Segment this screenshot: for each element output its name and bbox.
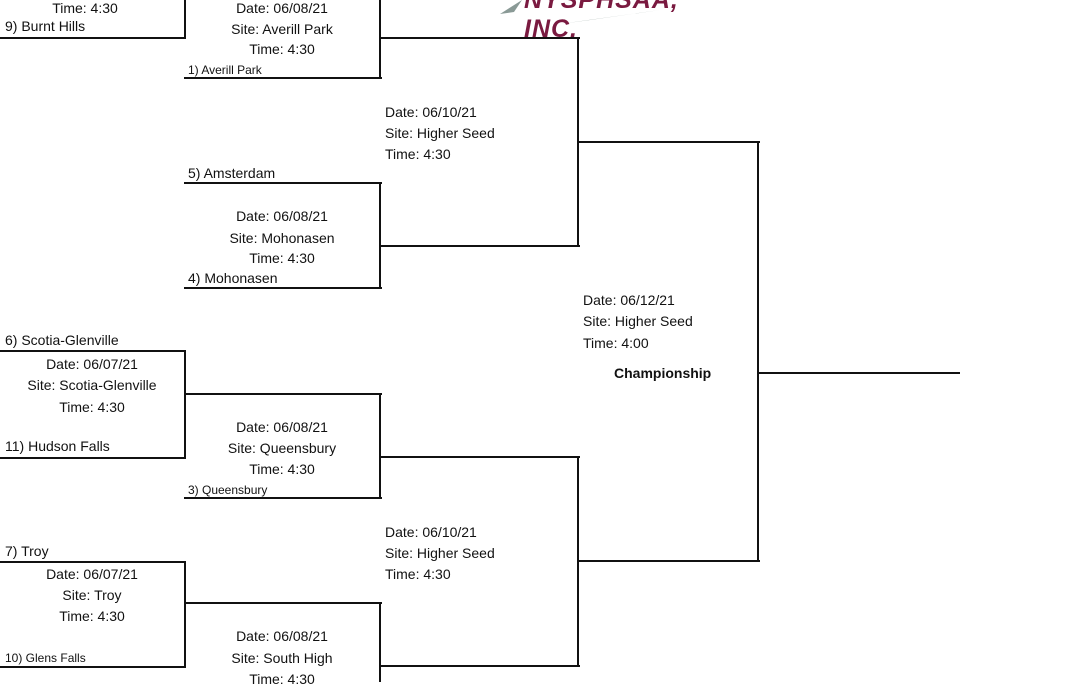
bracket-line — [578, 141, 760, 143]
team-slot: 1) Averill Park — [188, 63, 262, 77]
bracket-line — [379, 393, 381, 499]
match-site: Site: Higher Seed — [385, 545, 495, 561]
match-time: Time: 4:30 — [385, 146, 451, 162]
match-date: Date: 06/10/21 — [385, 524, 477, 540]
match-time: Time: 4:30 — [249, 41, 315, 57]
champion-line — [758, 372, 960, 374]
match-site: Site: Averill Park — [231, 21, 333, 37]
match-site: Site: South High — [231, 650, 333, 666]
team-slot: 11) Hudson Falls — [5, 438, 110, 454]
bracket-line — [0, 666, 186, 668]
match-date: Date: 06/07/21 — [46, 566, 138, 582]
bracket-line — [380, 456, 580, 458]
bracket-line — [184, 77, 382, 79]
match-time: Time: 4:30 — [249, 250, 315, 266]
match-date: Date: 06/08/21 — [236, 419, 328, 435]
match-date: Date: 06/08/21 — [236, 628, 328, 644]
match-time: Time: 4:30 — [59, 399, 125, 415]
bracket-line — [184, 287, 382, 289]
bracket-line — [184, 0, 186, 39]
bracket-line — [578, 560, 760, 562]
team-slot: 6) Scotia-Glenville — [5, 332, 119, 348]
match-site: Site: Queensbury — [227, 440, 337, 456]
bracket-line — [0, 37, 186, 39]
match-time: Time: 4:30 — [52, 0, 118, 16]
bracket-line — [184, 497, 382, 499]
logo-swoosh-icon — [500, 0, 660, 24]
bracket-line — [0, 350, 186, 352]
championship-label: Championship — [614, 365, 712, 381]
match-date: Date: 06/07/21 — [46, 356, 138, 372]
bracket-line — [380, 245, 580, 247]
team-slot: 9) Burnt Hills — [5, 18, 86, 34]
bracket-line — [757, 141, 759, 562]
bracket-line — [184, 350, 186, 459]
team-slot: 5) Amsterdam — [188, 165, 276, 181]
match-time: Time: 4:30 — [249, 461, 315, 477]
bracket-line — [379, 182, 381, 289]
bracket-line — [0, 457, 186, 459]
bracket-line — [577, 456, 579, 667]
bracket-line — [184, 393, 382, 395]
team-slot: 4) Mohonasen — [188, 270, 278, 286]
match-site: Site: Mohonasen — [229, 230, 335, 246]
team-slot: 7) Troy — [5, 543, 49, 559]
match-time: Time: 4:30 — [385, 566, 451, 582]
match-date: Date: 06/08/21 — [236, 0, 328, 16]
match-date: Date: 06/12/21 — [583, 292, 675, 308]
bracket-line — [379, 602, 381, 682]
bracket-line — [184, 602, 382, 604]
match-time: Time: 4:30 — [59, 608, 125, 624]
bracket-line — [184, 561, 186, 668]
match-date: Date: 06/10/21 — [385, 104, 477, 120]
nysphsaa-logo: NYSPHSAA, INC. — [500, 0, 720, 43]
match-site: Site: Higher Seed — [385, 125, 495, 141]
team-slot: 10) Glens Falls — [5, 651, 86, 665]
match-time: Time: 4:30 — [249, 671, 315, 687]
match-site: Site: Higher Seed — [583, 313, 693, 329]
bracket-line — [184, 182, 382, 184]
match-site: Site: Scotia-Glenville — [27, 377, 157, 393]
team-slot: 3) Queensbury — [188, 483, 268, 497]
bracket-line — [380, 665, 580, 667]
match-date: Date: 06/08/21 — [236, 208, 328, 224]
bracket-line — [380, 37, 580, 39]
match-site: Site: Troy — [62, 587, 122, 603]
bracket-line — [379, 0, 381, 79]
bracket-line — [0, 561, 186, 563]
match-time: Time: 4:00 — [583, 335, 649, 351]
